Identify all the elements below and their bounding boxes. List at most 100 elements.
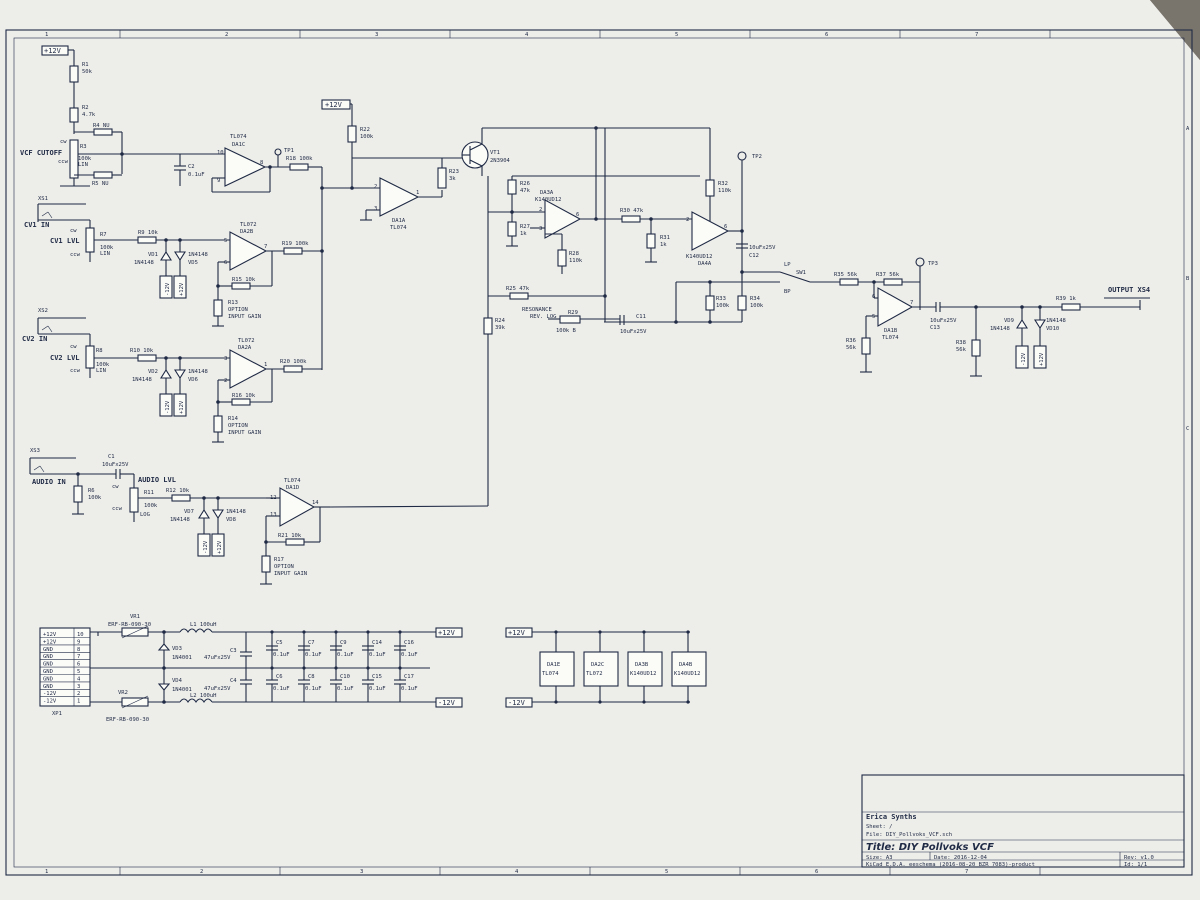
vd1-value: 1N4148 bbox=[134, 260, 154, 266]
resistor-r33 bbox=[705, 295, 715, 311]
resistor-r24 bbox=[483, 317, 493, 335]
resistor-r15 bbox=[231, 282, 251, 290]
resistor-r37 bbox=[883, 278, 903, 286]
resistor-r22 bbox=[347, 125, 357, 143]
resistor-r31 bbox=[646, 233, 656, 249]
unit-ref: DA1E bbox=[547, 662, 560, 668]
junction-dot bbox=[598, 630, 602, 634]
title-block-frame bbox=[861, 774, 1185, 868]
vd5-rail-text: +12V bbox=[179, 282, 185, 296]
c3-value: 47uFx25V bbox=[204, 655, 231, 661]
diode-vd6 bbox=[174, 369, 186, 380]
diode-vd1 bbox=[160, 250, 172, 261]
r32-label: R32 bbox=[718, 181, 728, 187]
vd7-label: VD7 bbox=[184, 509, 194, 515]
c11-value: 10uFx25V bbox=[620, 329, 647, 335]
vd9-label: VD9 bbox=[1004, 318, 1014, 324]
r3-cw: cw bbox=[60, 139, 67, 145]
r8-label: R8 bbox=[96, 348, 103, 354]
r15-label: R15 10k bbox=[232, 277, 256, 283]
r1-value: 50k bbox=[82, 69, 93, 75]
opamp-da1d bbox=[279, 487, 316, 527]
r38-label: R38 bbox=[956, 340, 966, 346]
rail-p12-vd6 bbox=[173, 393, 187, 417]
r5-label: R5 NU bbox=[92, 181, 109, 187]
da3a-type: K140UD12 bbox=[535, 197, 562, 203]
da4a-pin2: 2 bbox=[686, 217, 689, 223]
frame-top-1: 1 bbox=[45, 32, 48, 38]
switch-sw1 bbox=[779, 271, 811, 283]
connector-pin-label: +12V bbox=[43, 632, 57, 638]
title-size: Size: A3 bbox=[866, 855, 893, 861]
cap-value: 0.1uF bbox=[337, 652, 354, 658]
connector-pin-label: GND bbox=[43, 684, 53, 690]
connector-pin-number: 4 bbox=[77, 676, 81, 682]
frame-bottom-7: 7 bbox=[965, 869, 968, 875]
pot-r11 bbox=[129, 487, 139, 513]
c13-value: 10uFx25V bbox=[930, 318, 957, 324]
cv1-lvl-label: CV1 LVL bbox=[50, 237, 80, 245]
vd8-rail-text: +12V bbox=[217, 540, 223, 554]
r10-label: R10 10k bbox=[130, 348, 154, 354]
inductor-l2 bbox=[179, 698, 213, 703]
vd10-rail-text: +12V bbox=[1039, 352, 1045, 366]
sw1-label: SW1 bbox=[796, 270, 806, 276]
cap-name: C9 bbox=[340, 640, 347, 646]
cap-value: 0.1uF bbox=[401, 686, 418, 692]
diode-vd10 bbox=[1034, 319, 1046, 330]
vd6-value: 1N4148 bbox=[188, 369, 208, 375]
da1d-ref: DA1D bbox=[286, 485, 299, 491]
power-flag-m12-units-text: -12V bbox=[508, 699, 526, 707]
c12-label: C12 bbox=[749, 253, 759, 259]
r26-label: R26 bbox=[520, 181, 530, 187]
r30-label: R30 47k bbox=[620, 208, 644, 214]
cv2-section: XS2 CV2 IN cw R8 CV2 LVL 100k LIN ccw R1… bbox=[22, 308, 322, 443]
r31-value: 1k bbox=[660, 242, 667, 248]
r13-option: OPTION bbox=[228, 307, 248, 313]
l2-label: L2 100uH bbox=[190, 693, 217, 699]
r13-gain: INPUT GAIN bbox=[228, 314, 261, 320]
r29-value: 100k B bbox=[556, 328, 577, 334]
opamp-da3a bbox=[544, 199, 582, 239]
diode-vd4 bbox=[157, 683, 171, 691]
power-flag-m12-out-text: -12V bbox=[438, 699, 456, 707]
frame-top-5: 5 bbox=[675, 32, 678, 38]
r27-value: 1k bbox=[520, 231, 527, 237]
c4-value: 47uFx25V bbox=[204, 686, 231, 692]
output-section: LP BP SW1 R35 56k R37 56k TP3 6 5 7 DA1B… bbox=[779, 257, 1150, 377]
frame-ticks bbox=[119, 30, 1051, 875]
r27-label: R27 bbox=[520, 224, 530, 230]
frame-bottom-5: 5 bbox=[665, 869, 668, 875]
r35-label: R35 56k bbox=[834, 272, 858, 278]
unit-ref: DA3B bbox=[635, 662, 649, 668]
c1-value: 10uFx25V bbox=[102, 462, 129, 468]
connector-pin-label: +12V bbox=[43, 639, 57, 645]
connector-pin-label: GND bbox=[43, 662, 53, 668]
da2a-pin2: 2 bbox=[224, 378, 227, 384]
cap-value: 0.1uF bbox=[401, 652, 418, 658]
frame-top-2: 2 bbox=[225, 32, 228, 38]
r8-taper: LIN bbox=[96, 368, 106, 374]
da4a-pin6: 6 bbox=[724, 224, 727, 230]
r7-cw: cw bbox=[70, 228, 77, 234]
power-flag-text-2: +12V bbox=[325, 101, 343, 109]
r3-ccw: ccw bbox=[58, 159, 69, 165]
r8-ccw: ccw bbox=[70, 368, 81, 374]
c4-label: C4 bbox=[230, 678, 237, 684]
da3a-section: R26 47k R27 1k DA3A K140UD12 2 3 6 R28 1… bbox=[487, 126, 700, 318]
r34-label: R34 bbox=[750, 296, 761, 302]
resonance-label: RESONANCE bbox=[522, 307, 552, 313]
resistor-r38 bbox=[971, 339, 981, 357]
rail-p12-vd5 bbox=[173, 275, 187, 299]
vr1-value: ERF-RB-090-30 bbox=[108, 622, 151, 628]
da1b-pin6: 6 bbox=[872, 294, 875, 300]
r14-label: R14 bbox=[228, 416, 239, 422]
vd4-label: VD4 bbox=[172, 678, 183, 684]
xs1-label: XS1 bbox=[38, 196, 48, 202]
da4a-ref: DA4A bbox=[698, 261, 712, 267]
junction-dot bbox=[398, 666, 402, 670]
cap-value: 0.1uF bbox=[305, 686, 322, 692]
connector-pin-label: GND bbox=[43, 654, 53, 660]
vd5-value: 1N4148 bbox=[188, 252, 208, 258]
connector-pin-number: 2 bbox=[77, 691, 80, 697]
